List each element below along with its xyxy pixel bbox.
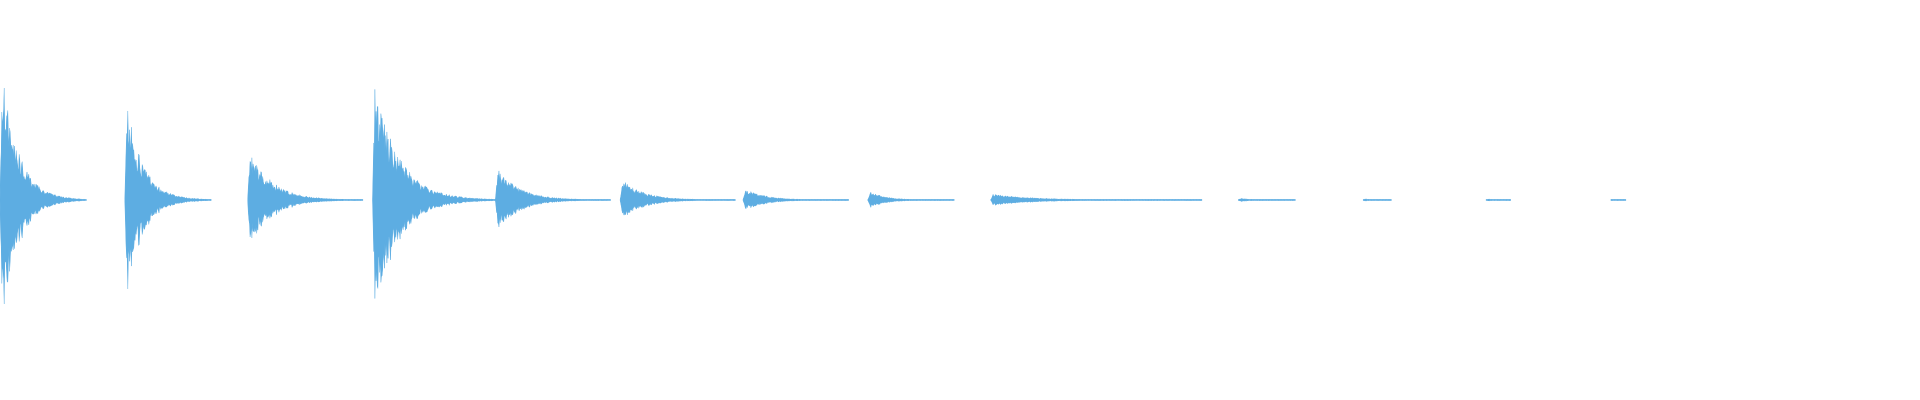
waveform-hit-9 — [990, 193, 1203, 206]
waveform-hit-7 — [742, 190, 849, 210]
waveform-channel — [0, 88, 1627, 304]
waveform-hit-6 — [619, 182, 736, 216]
waveform-hit-2 — [124, 110, 212, 289]
waveform-hit-13 — [1610, 199, 1627, 201]
waveform-hit-4 — [372, 89, 498, 299]
waveform-hit-3 — [247, 157, 364, 238]
waveform-hit-11 — [1362, 198, 1392, 202]
waveform-hit-12 — [1485, 198, 1511, 202]
waveform-hit-10 — [1238, 198, 1296, 202]
waveform-hit-8 — [867, 191, 955, 209]
waveform-hit-1 — [0, 88, 87, 304]
waveform-hit-5 — [495, 170, 611, 228]
